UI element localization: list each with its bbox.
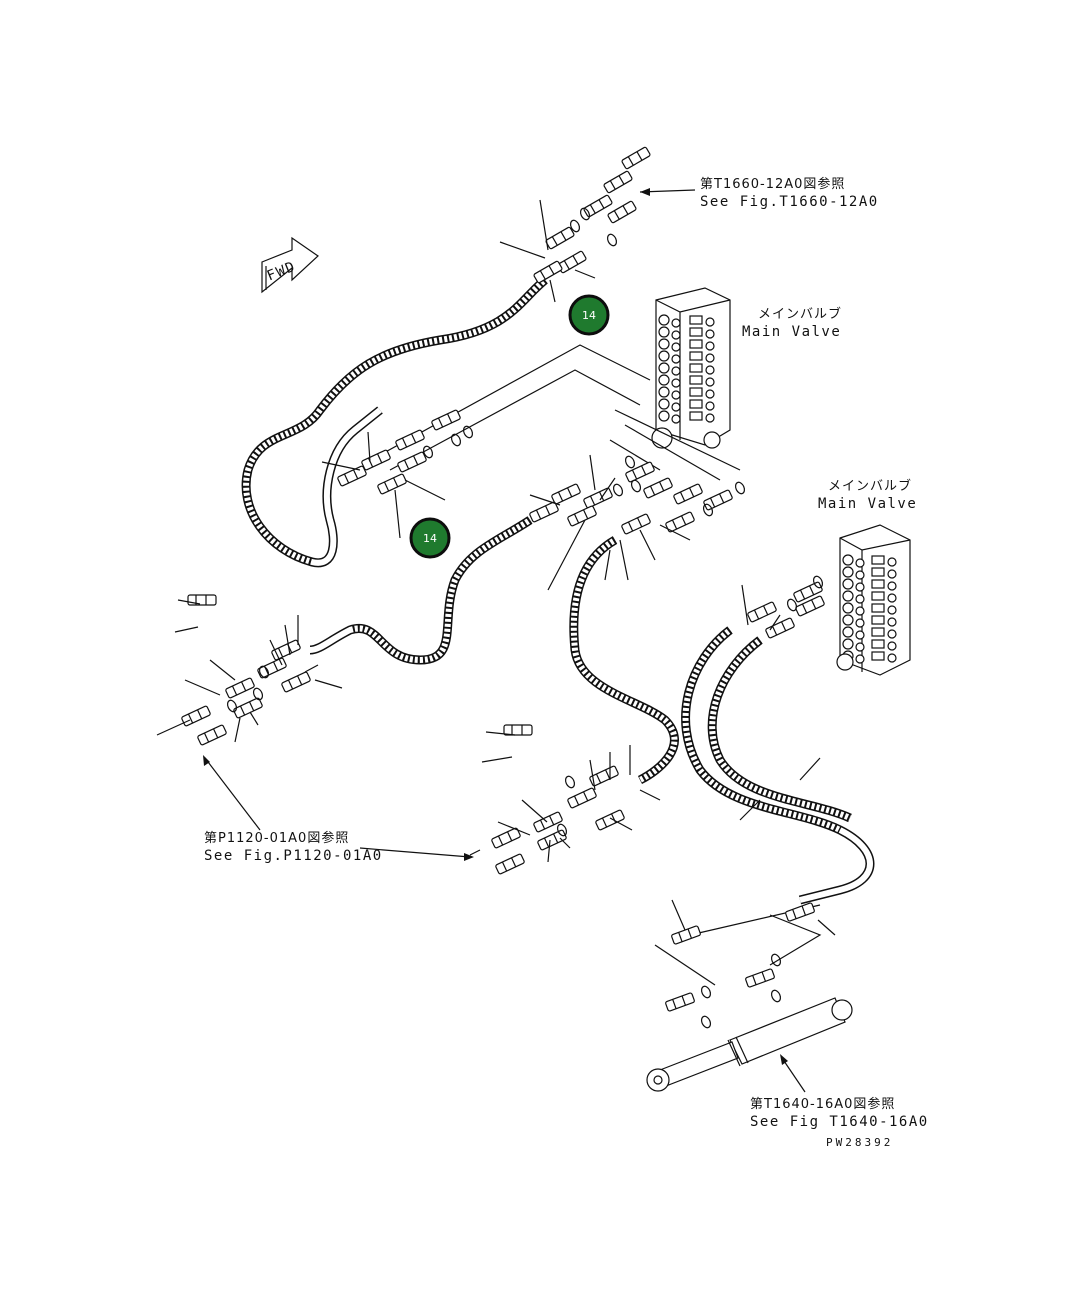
fwd-arrow-icon: FWD	[261, 236, 319, 294]
reference-left-jp: 第P1120-01A0図参照	[204, 830, 349, 846]
reference-top-en: See Fig.T1660-12A0	[700, 194, 879, 210]
reference-bottom-jp: 第T1640-16A0図参照	[750, 1096, 895, 1112]
main-valve-lower-jp: メインバルブ	[828, 478, 912, 494]
callout-badge-label: 14	[423, 532, 437, 545]
main-valve-upper-drawing	[651, 287, 731, 449]
reference-left: 第P1120-01A0図参照 See Fig.P1120-01A0	[204, 830, 383, 864]
hydraulic-cylinder-drawing	[646, 997, 853, 1092]
callout-badge-1[interactable]: 14	[568, 294, 610, 336]
reference-top: 第T1660-12A0図参照 See Fig.T1660-12A0	[700, 176, 879, 210]
callout-badge-label: 14	[582, 309, 596, 322]
reference-bottom-en: See Fig T1640-16A0	[750, 1114, 929, 1130]
fittings	[181, 146, 825, 1029]
part-leaders	[156, 199, 836, 936]
drawing-code: PW28392	[826, 1136, 893, 1149]
main-valve-lower-label: メインバルブ Main Valve	[818, 478, 917, 512]
main-valve-lower-en: Main Valve	[818, 496, 917, 512]
reference-bottom: 第T1640-16A0図参照 See Fig T1640-16A0	[750, 1096, 929, 1130]
callout-badge-circle[interactable]	[568, 294, 610, 336]
callout-badge-2[interactable]: 14	[409, 517, 451, 559]
callout-badge-circle[interactable]	[409, 517, 451, 559]
reference-left-en: See Fig.P1120-01A0	[204, 848, 383, 864]
tube-lines	[379, 344, 822, 986]
main-valve-lower-drawing	[836, 524, 911, 676]
main-valve-upper-jp: メインバルブ	[758, 306, 842, 322]
fwd-label: FWD	[265, 259, 299, 285]
hose-lines	[241, 276, 875, 905]
reference-top-jp: 第T1660-12A0図参照	[700, 176, 845, 192]
reference-leaders	[203, 188, 806, 1093]
main-valve-upper-label: メインバルブ Main Valve	[742, 306, 842, 340]
main-valve-upper-en: Main Valve	[742, 324, 841, 340]
